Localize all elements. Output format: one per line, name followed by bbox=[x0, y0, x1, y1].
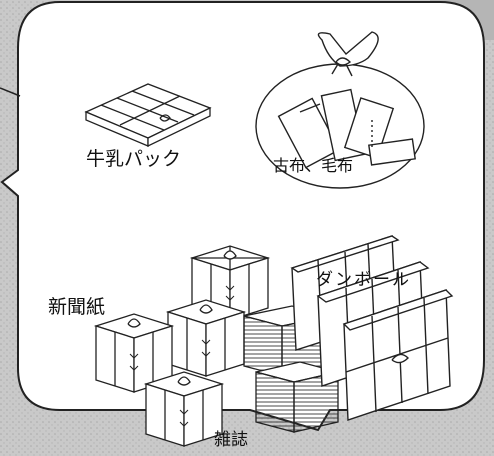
milk-carton-drawing bbox=[84, 83, 212, 148]
newspaper-label: 新聞紙 bbox=[48, 296, 106, 318]
cardboard-label: ダンボール bbox=[316, 270, 411, 290]
cardboard-drawing bbox=[290, 235, 454, 421]
cloth-bag-drawing bbox=[255, 31, 425, 189]
newspaper-bundles-drawing bbox=[93, 245, 271, 447]
magazine-label: 雑誌 bbox=[214, 430, 248, 450]
old-cloth-label: 古布、毛布 bbox=[273, 156, 354, 175]
milk-carton-label: 牛乳パック bbox=[86, 148, 182, 170]
